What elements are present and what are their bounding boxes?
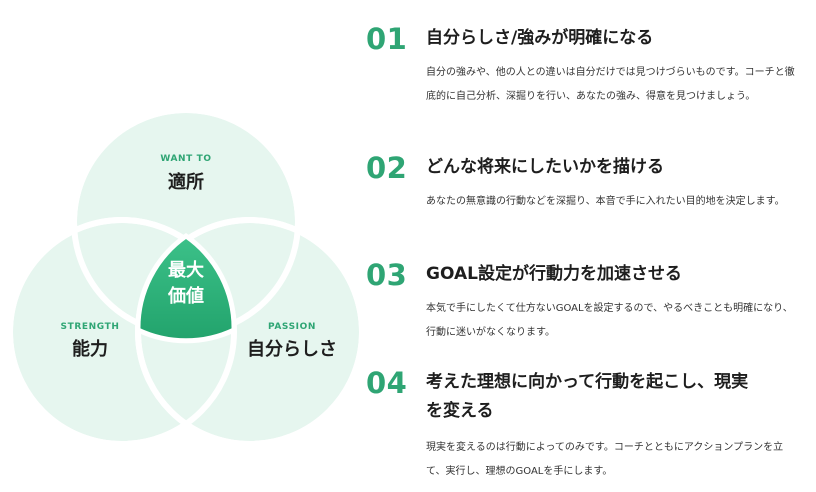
point-title: 考えた理想に向かって行動を起こし、現実を変える bbox=[426, 372, 749, 421]
center-label-line2: 価値 bbox=[167, 285, 204, 307]
point-number: 04 bbox=[366, 366, 408, 400]
center-label-line1: 最大 bbox=[168, 259, 204, 281]
passion-label-ja: 自分らしさ bbox=[247, 338, 337, 360]
point-number: 01 bbox=[366, 22, 408, 56]
strength-label-ja: 能力 bbox=[72, 338, 108, 360]
point-title: どんな将来にしたいかを描ける bbox=[426, 157, 664, 177]
passion-label-en: PASSION bbox=[268, 322, 316, 332]
strength-label-en: STRENGTH bbox=[61, 322, 120, 332]
point-body: あなたの無意識の行動などを深掘り、本音で手に入れたい目的地を決定します。 bbox=[426, 196, 785, 207]
venn-diagram: WANT TO 適所 STRENGTH 能力 PASSION 自分らしさ 最大 … bbox=[7, 107, 365, 447]
want-to-label-ja: 適所 bbox=[168, 171, 204, 193]
point-title: GOAL設定が行動力を加速させる bbox=[426, 264, 682, 284]
point-number: 02 bbox=[366, 151, 408, 185]
point-body: 本気で手にしたくて仕方ないGOALを設定するので、やるべきことも明確になり、行動… bbox=[426, 303, 793, 338]
center-overlap-region bbox=[135, 232, 237, 344]
point-number: 03 bbox=[366, 258, 408, 292]
point-body: 自分の強みや、他の人との違いは自分だけでは見つけづらいものです。コーチと徹底的に… bbox=[426, 67, 795, 102]
want-to-label-en: WANT TO bbox=[160, 154, 211, 164]
point-body: 現実を変えるのは行動によってのみです。コーチとともにアクションプランを立て、実行… bbox=[426, 442, 784, 477]
point-title: 自分らしさ/強みが明確になる bbox=[426, 28, 654, 48]
